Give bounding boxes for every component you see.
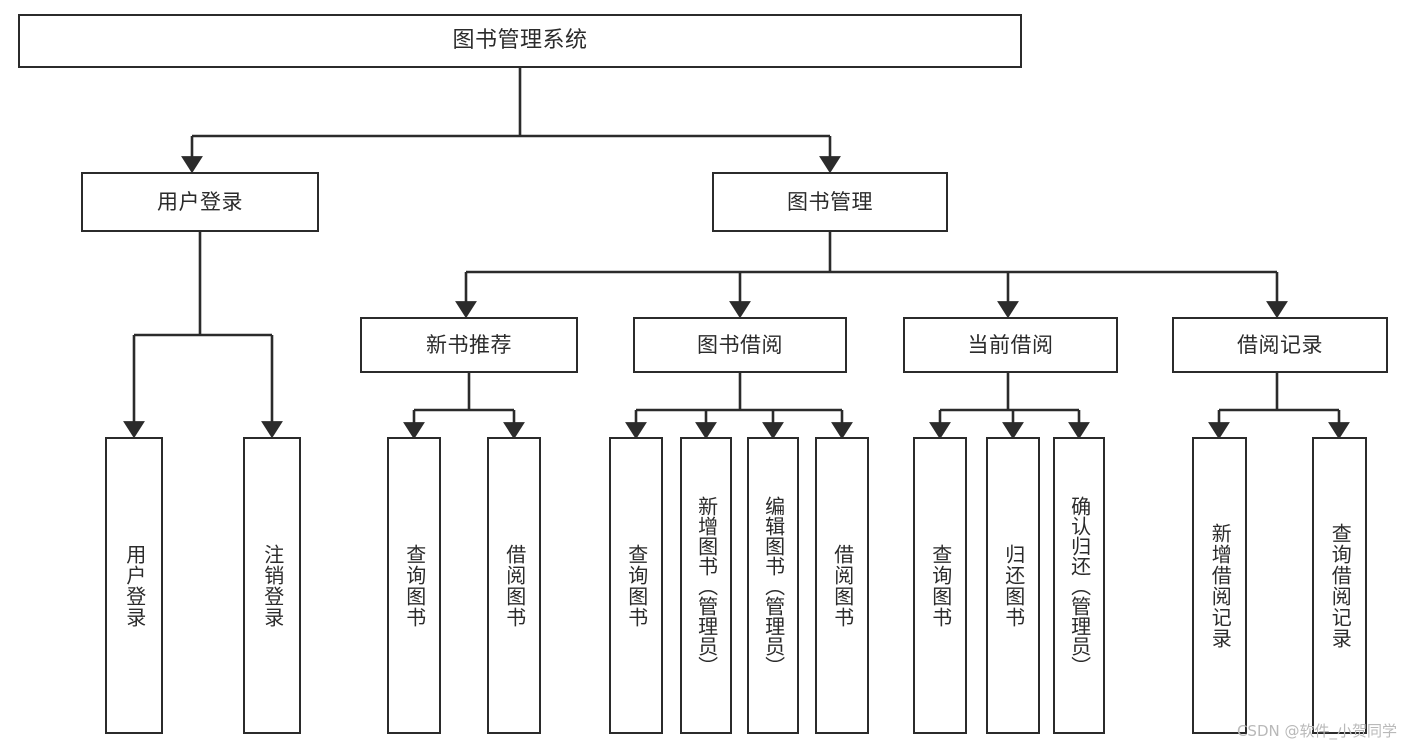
node-user-login-label: 用户登录	[157, 189, 243, 214]
node-new-book-recommend-label: 新书推荐	[426, 332, 512, 357]
node-leaf-record-add-label: 新增借阅记录	[1208, 522, 1233, 649]
node-current-borrow[interactable]: 当前借阅	[903, 317, 1118, 373]
node-leaf-user-logout-label: 注销登录	[260, 543, 285, 628]
node-leaf-current-return-label: 归还图书	[1001, 543, 1026, 628]
node-leaf-borrow-query[interactable]: 查询图书	[609, 437, 663, 734]
node-root[interactable]: 图书管理系统	[18, 14, 1022, 68]
node-book-borrow[interactable]: 图书借阅	[633, 317, 847, 373]
node-leaf-borrow-borrow-book[interactable]: 借阅图书	[815, 437, 869, 734]
node-leaf-newbook-query[interactable]: 查询图书	[387, 437, 441, 734]
node-user-login[interactable]: 用户登录	[81, 172, 319, 232]
node-leaf-user-login-label: 用户登录	[122, 543, 147, 628]
node-leaf-current-query-label: 查询图书	[928, 543, 953, 628]
node-leaf-borrow-borrow-book-label: 借阅图书	[830, 543, 855, 628]
node-leaf-borrow-edit-book-label: 编辑图书（管理员）	[761, 495, 786, 676]
csdn-watermark: CSDN @软件_小贺同学	[1236, 722, 1397, 740]
node-leaf-newbook-borrow[interactable]: 借阅图书	[487, 437, 541, 734]
node-root-label: 图书管理系统	[452, 28, 588, 53]
node-leaf-current-query[interactable]: 查询图书	[913, 437, 967, 734]
node-book-management-label: 图书管理	[787, 189, 873, 214]
node-book-borrow-label: 图书借阅	[697, 332, 783, 357]
node-leaf-record-add[interactable]: 新增借阅记录	[1192, 437, 1247, 734]
node-new-book-recommend[interactable]: 新书推荐	[360, 317, 578, 373]
node-borrow-records[interactable]: 借阅记录	[1172, 317, 1388, 373]
node-leaf-current-confirm-return[interactable]: 确认归还（管理员）	[1053, 437, 1105, 734]
node-leaf-borrow-query-label: 查询图书	[624, 543, 649, 628]
node-leaf-current-confirm-return-label: 确认归还（管理员）	[1067, 495, 1092, 676]
node-leaf-record-query[interactable]: 查询借阅记录	[1312, 437, 1367, 734]
node-leaf-current-return[interactable]: 归还图书	[986, 437, 1040, 734]
node-current-borrow-label: 当前借阅	[967, 332, 1054, 357]
node-leaf-newbook-query-label: 查询图书	[402, 543, 427, 628]
node-leaf-borrow-add-book-label: 新增图书（管理员）	[694, 495, 719, 676]
node-borrow-records-label: 借阅记录	[1237, 332, 1323, 357]
node-leaf-user-login[interactable]: 用户登录	[105, 437, 163, 734]
node-leaf-borrow-edit-book[interactable]: 编辑图书（管理员）	[747, 437, 799, 734]
node-leaf-borrow-add-book[interactable]: 新增图书（管理员）	[680, 437, 732, 734]
node-leaf-newbook-borrow-label: 借阅图书	[502, 543, 527, 628]
node-leaf-user-logout[interactable]: 注销登录	[243, 437, 301, 734]
node-book-management[interactable]: 图书管理	[712, 172, 948, 232]
node-leaf-record-query-label: 查询借阅记录	[1328, 522, 1353, 649]
